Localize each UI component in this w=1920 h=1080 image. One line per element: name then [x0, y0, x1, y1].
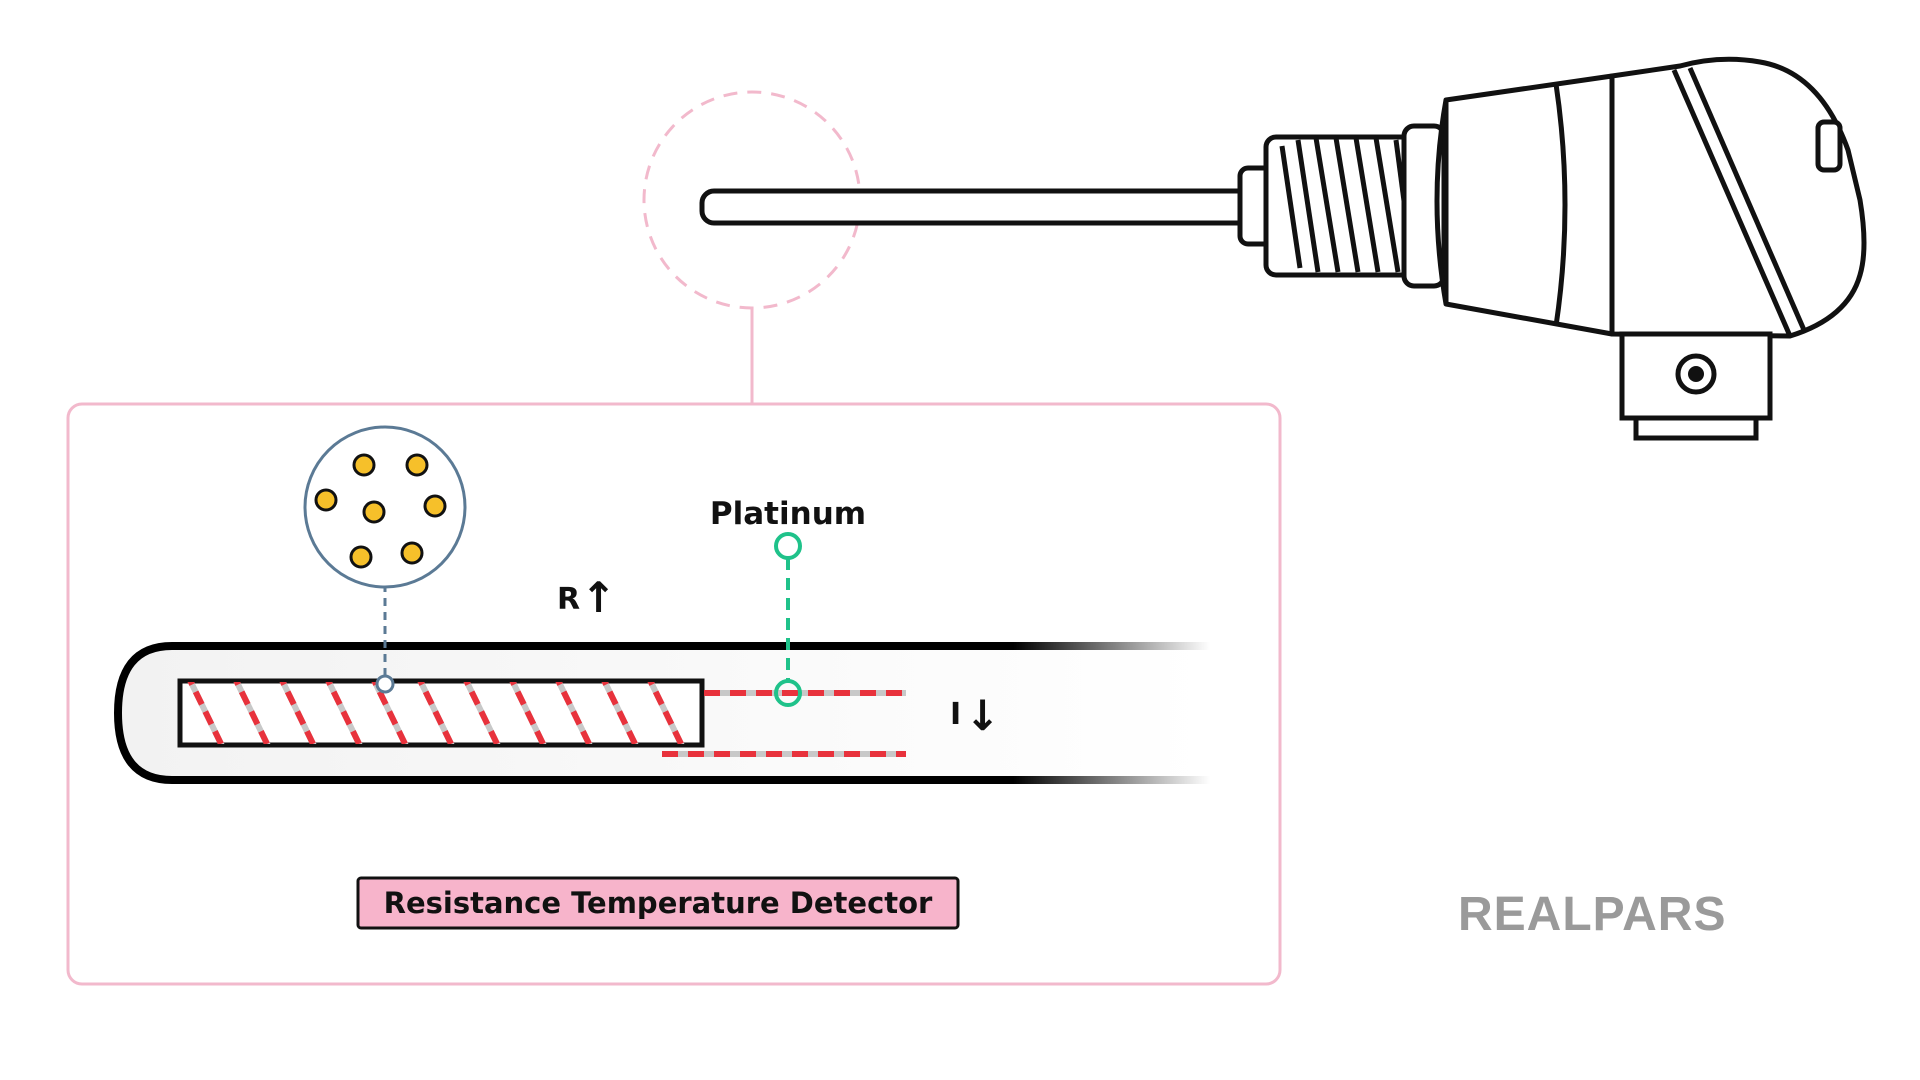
platinum-top-dot	[774, 532, 802, 560]
atom-anchor-dot	[375, 674, 395, 694]
sensing-element	[177, 678, 705, 748]
sheath-outline	[113, 642, 1210, 784]
arrow-down-icon: ↓	[965, 691, 1000, 740]
platinum-winding	[187, 682, 685, 744]
atoms	[314, 453, 447, 569]
platinum-bottom-dot	[774, 679, 802, 707]
current-symbol: I	[950, 697, 961, 732]
probe-tube	[699, 188, 1253, 226]
caption-box: Resistance Temperature Detector	[356, 876, 960, 930]
resistance-indicator: R ↑	[557, 573, 616, 622]
arrow-up-icon: ↑	[581, 573, 616, 622]
current-indicator: I ↓	[950, 691, 1000, 740]
caption-text: Resistance Temperature Detector	[384, 886, 933, 920]
probe-side-tab	[1815, 119, 1843, 173]
probe-housing	[1443, 73, 1615, 337]
atom-callout	[303, 425, 467, 694]
lead-wires	[662, 690, 906, 757]
rtd-probe	[699, 56, 1867, 441]
platinum-marker: Platinum	[710, 496, 866, 707]
platinum-label: Platinum	[710, 496, 866, 532]
resistance-symbol: R	[557, 582, 580, 617]
realpars-logo: REALPARS	[1458, 888, 1726, 941]
probe-head-cap	[1609, 56, 1867, 339]
